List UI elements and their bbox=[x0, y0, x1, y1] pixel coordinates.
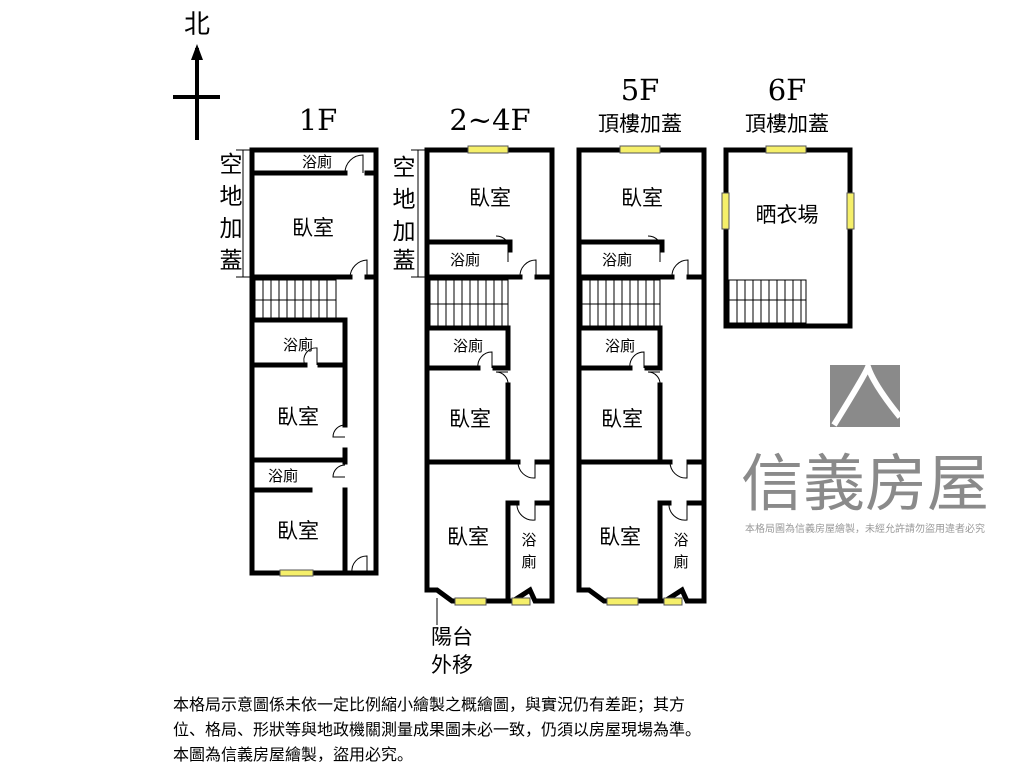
room-bathroom: 浴 bbox=[673, 531, 688, 549]
side-label: 加 bbox=[220, 216, 243, 242]
side-label: 蓋 bbox=[220, 248, 243, 274]
window bbox=[606, 597, 639, 606]
floor-subtitle: 頂樓加蓋 bbox=[745, 112, 829, 136]
watermark-brand: 信義房屋 bbox=[741, 447, 989, 520]
window bbox=[511, 597, 531, 606]
room-bathroom: 浴廁 bbox=[268, 467, 298, 485]
disclaimer: 本格局示意圖係未依一定比例縮小繪製之概繪圖，與實況仍有差距；其方 位、格局、形狀… bbox=[173, 692, 701, 767]
floor-1f: 1F 空 地 加 蓋 浴廁 臥室 浴廁 臥室 浴廁 臥室 bbox=[220, 103, 379, 577]
north-label: 北 bbox=[184, 10, 210, 40]
room-bedroom: 臥室 bbox=[599, 525, 641, 549]
window bbox=[846, 192, 855, 230]
room-bathroom: 浴廁 bbox=[602, 251, 632, 269]
floor-subtitle: 頂樓加蓋 bbox=[598, 112, 682, 136]
window bbox=[663, 597, 683, 606]
floor-title: 6F bbox=[768, 73, 807, 107]
window bbox=[721, 192, 730, 230]
disclaimer-line: 本格局示意圖係未依一定比例縮小繪製之概繪圖，與實況仍有差距；其方 bbox=[173, 695, 686, 714]
disclaimer-line: 位、格局、形狀等與地政機關測量成果圖未必一致，仍須以房屋現場為準。 bbox=[173, 720, 702, 739]
stairs bbox=[254, 279, 337, 321]
room-bathroom: 廁 bbox=[521, 553, 536, 571]
side-label: 蓋 bbox=[393, 248, 416, 274]
room-bedroom: 臥室 bbox=[469, 186, 511, 210]
stairs bbox=[728, 279, 807, 324]
north-arrow: 北 bbox=[173, 10, 220, 140]
room-bathroom: 廁 bbox=[673, 553, 688, 571]
floor-title: 2~4F bbox=[449, 103, 530, 137]
side-label: 空 bbox=[393, 155, 416, 181]
side-label: 空 bbox=[220, 152, 243, 178]
room-bathroom: 浴廁 bbox=[453, 337, 483, 355]
watermark-notice: 本格局圖為信義房屋繪製，未經允許請勿盜用違者必究 bbox=[745, 522, 985, 535]
side-label: 加 bbox=[393, 219, 416, 245]
room-laundry-area: 晒衣場 bbox=[756, 203, 819, 227]
stairs bbox=[581, 279, 661, 329]
room-bedroom: 臥室 bbox=[601, 407, 643, 431]
stairs bbox=[429, 279, 509, 329]
balcony-note: 外移 bbox=[431, 653, 473, 677]
room-bedroom: 臥室 bbox=[292, 216, 334, 240]
room-bathroom: 浴廁 bbox=[605, 337, 635, 355]
floor-6f: 6F 頂樓加蓋 晒衣場 bbox=[721, 73, 855, 329]
room-bedroom: 臥室 bbox=[621, 186, 663, 210]
floor-title: 5F bbox=[621, 73, 660, 107]
floor-5f: 5F 頂樓加蓋 臥室 浴廁 浴廁 臥室 bbox=[576, 73, 707, 606]
window bbox=[619, 145, 661, 154]
watermark: 信義房屋 本格局圖為信義房屋繪製，未經允許請勿盜用違者必究 bbox=[741, 358, 989, 535]
room-bedroom: 臥室 bbox=[447, 525, 489, 549]
window bbox=[454, 597, 487, 606]
room-bathroom: 浴 bbox=[521, 531, 536, 549]
room-bathroom: 浴廁 bbox=[450, 251, 480, 269]
room-bathroom: 浴廁 bbox=[283, 336, 313, 354]
side-label: 地 bbox=[393, 187, 416, 213]
room-bathroom: 浴廁 bbox=[302, 153, 332, 171]
floor-2-4f: 2~4F 空 地 加 蓋 臥室 浴廁 浴廁 臥室 臥室 浴 廁 陽台 bbox=[393, 103, 555, 677]
disclaimer-line: 本圖為信義房屋繪製，盜用必究。 bbox=[173, 745, 414, 764]
floor-title: 1F bbox=[299, 103, 338, 137]
room-bedroom: 臥室 bbox=[449, 407, 491, 431]
window bbox=[279, 569, 314, 577]
room-bedroom: 臥室 bbox=[277, 405, 319, 429]
window bbox=[467, 145, 509, 154]
side-label: 地 bbox=[220, 184, 243, 210]
window bbox=[765, 145, 807, 154]
room-bedroom: 臥室 bbox=[277, 519, 319, 543]
balcony-note: 陽台 bbox=[431, 625, 473, 649]
